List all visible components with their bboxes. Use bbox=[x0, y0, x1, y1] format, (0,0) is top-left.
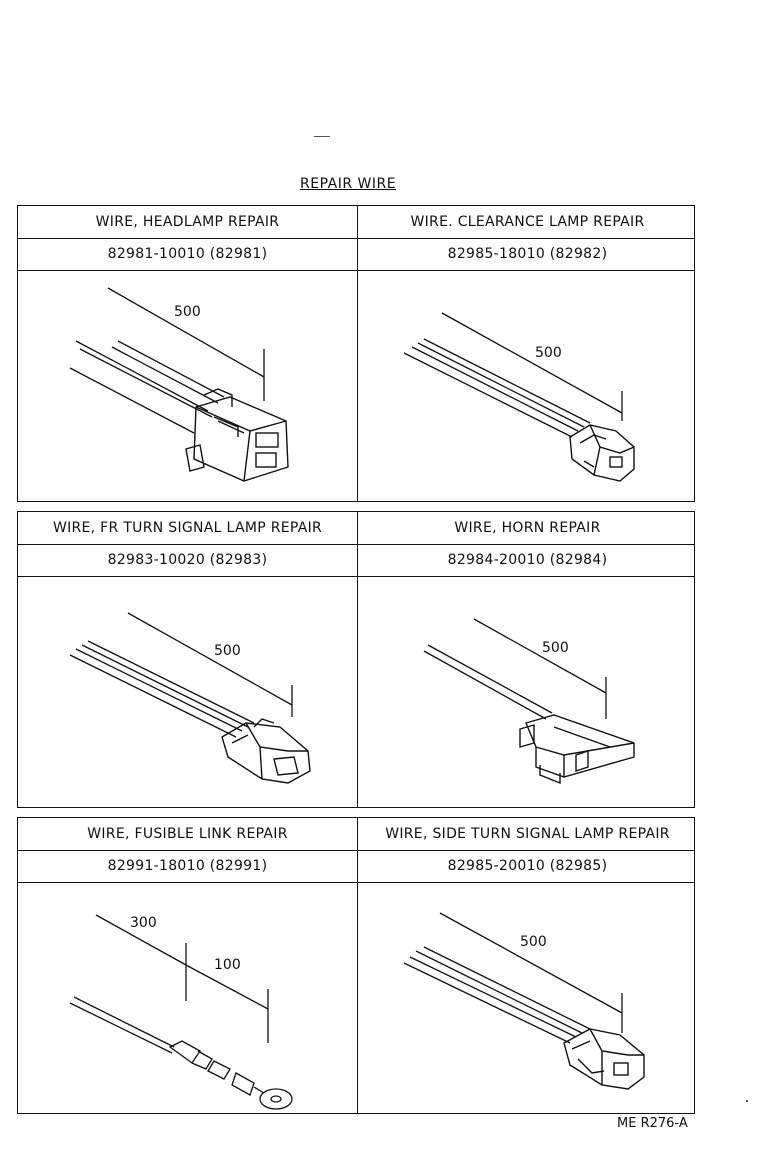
dimension-label: 500 bbox=[214, 643, 241, 659]
dimension-label: 500 bbox=[535, 345, 562, 361]
panel-part-number: 82985-18010 (82982) bbox=[447, 246, 608, 262]
dimension-label: 500 bbox=[174, 304, 201, 320]
row-divider bbox=[18, 238, 694, 239]
dimension-line bbox=[107, 287, 265, 378]
dimension-line-100 bbox=[185, 964, 269, 1010]
fusible-link-wire-drawing: 300 100 bbox=[18, 883, 357, 1113]
scan-speck bbox=[314, 136, 330, 137]
horn-connector bbox=[519, 714, 635, 785]
wire-bundle bbox=[403, 946, 591, 1044]
dimension-line-300 bbox=[95, 914, 187, 966]
panel-title: WIRE, FUSIBLE LINK REPAIR bbox=[87, 826, 288, 842]
row-divider bbox=[18, 850, 694, 851]
column-divider bbox=[357, 818, 358, 1113]
panel-title: WIRE, SIDE TURN SIGNAL LAMP REPAIR bbox=[385, 826, 670, 842]
panel-part-number: 82991-18010 (82991) bbox=[107, 858, 268, 874]
clearance-lamp-connector bbox=[569, 424, 635, 482]
horn-wire-drawing: 500 bbox=[358, 577, 697, 807]
dimension-line bbox=[473, 618, 607, 694]
fr-turn-signal-connector bbox=[221, 718, 311, 784]
wire-bundle bbox=[423, 644, 553, 720]
column-divider bbox=[357, 206, 358, 501]
dimension-label-100: 100 bbox=[214, 957, 241, 973]
panel-title: WIRE, HORN REPAIR bbox=[454, 520, 601, 536]
headlamp-wire-drawing: 500 bbox=[18, 271, 357, 501]
dimension-label: 500 bbox=[542, 640, 569, 656]
dimension-line bbox=[439, 912, 623, 1014]
clearance-lamp-wire-drawing: 500 bbox=[358, 271, 697, 501]
panel-part-number: 82984-20010 (82984) bbox=[447, 552, 608, 568]
wire-bundle bbox=[69, 640, 255, 738]
dimension-label: 500 bbox=[520, 934, 547, 950]
dimension-line bbox=[441, 312, 623, 414]
panel-title: WIRE. CLEARANCE LAMP REPAIR bbox=[410, 214, 645, 230]
repair-wire-row-1: WIRE, HEADLAMP REPAIR WIRE. CLEARANCE LA… bbox=[17, 205, 695, 502]
headlamp-connector bbox=[185, 388, 289, 482]
row-divider bbox=[18, 882, 694, 883]
repair-wire-row-3: WIRE, FUSIBLE LINK REPAIR WIRE, SIDE TUR… bbox=[17, 817, 695, 1114]
dimension-line bbox=[127, 612, 293, 706]
row-divider bbox=[18, 544, 694, 545]
row-divider bbox=[18, 576, 694, 577]
wire-bundle bbox=[403, 338, 591, 438]
panel-part-number: 82983-10020 (82983) bbox=[107, 552, 268, 568]
scan-speck bbox=[746, 1100, 748, 1102]
column-divider bbox=[357, 512, 358, 807]
panel-part-number: 82985-20010 (82985) bbox=[447, 858, 608, 874]
panel-title: WIRE, HEADLAMP REPAIR bbox=[95, 214, 280, 230]
panel-part-number: 82981-10010 (82981) bbox=[107, 246, 268, 262]
side-turn-signal-connector bbox=[563, 1028, 645, 1090]
page-title: REPAIR WIRE bbox=[300, 176, 397, 192]
row-divider bbox=[18, 270, 694, 271]
fr-turn-signal-wire-drawing: 500 bbox=[18, 577, 357, 807]
wire-bundle bbox=[69, 340, 225, 434]
fusible-link bbox=[69, 996, 293, 1110]
repair-wire-row-2: WIRE, FR TURN SIGNAL LAMP REPAIR WIRE, H… bbox=[17, 511, 695, 808]
dimension-label-300: 300 bbox=[130, 915, 157, 931]
side-turn-signal-wire-drawing: 500 bbox=[358, 883, 697, 1113]
reference-code: ME R276-A bbox=[617, 1116, 688, 1131]
panel-title: WIRE, FR TURN SIGNAL LAMP REPAIR bbox=[52, 520, 323, 536]
